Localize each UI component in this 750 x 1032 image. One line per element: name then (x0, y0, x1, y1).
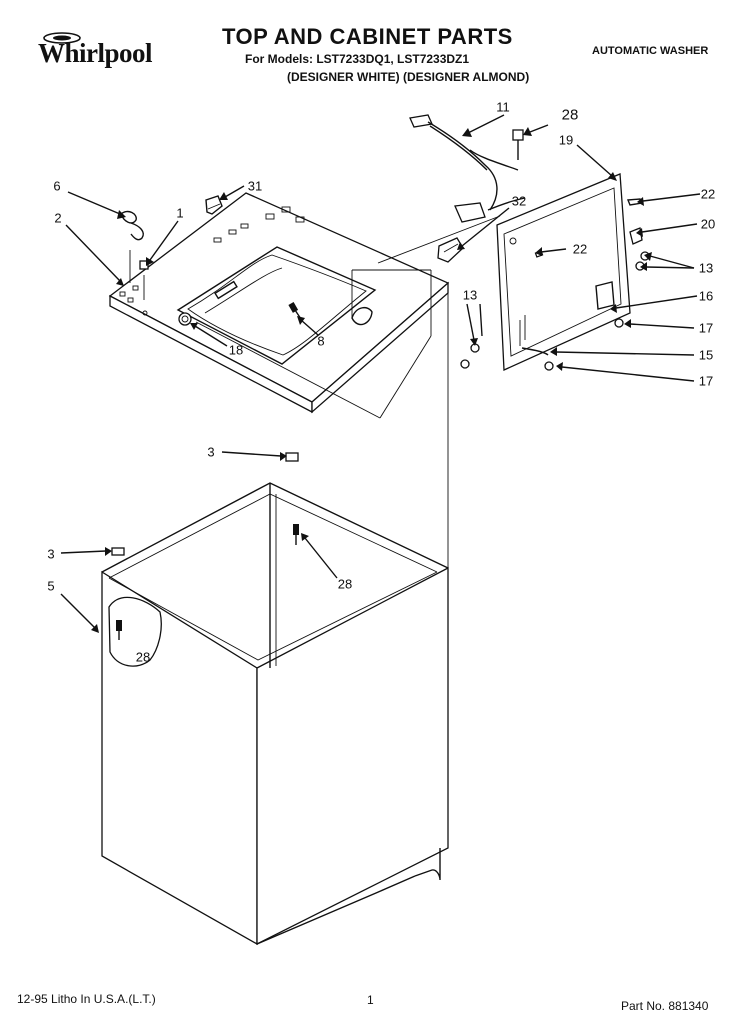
part-number: Part No. 881340 (621, 999, 709, 1013)
whirlpool-logo: Whirlpool (38, 38, 153, 68)
callout-part-5: 5 (47, 578, 55, 594)
callout-part-2: 2 (54, 210, 62, 226)
page-title: TOP AND CABINET PARTS (222, 24, 513, 49)
callout-part-28-top: 28 (561, 106, 579, 124)
callout-part-22-outer: 22 (700, 186, 716, 202)
washer-lid-part-19 (496, 173, 631, 371)
bracket-part-31 (205, 195, 223, 215)
spring-part-6 (120, 210, 144, 241)
callout-part-32: 32 (511, 193, 527, 209)
callout-part-1: 1 (176, 205, 184, 221)
callout-part-8: 8 (317, 333, 325, 349)
callout-part-17-upper: 17 (698, 320, 714, 336)
callout-part-19: 19 (558, 132, 574, 148)
callout-part-28-cabinet: 28 (337, 576, 353, 592)
washer-top-panel (108, 192, 450, 414)
litho-note: 12-95 Litho In U.S.A.(L.T.) (17, 992, 156, 1006)
page-number: 1 (367, 993, 374, 1007)
callout-part-16: 16 (698, 288, 714, 304)
callout-part-15: 15 (698, 347, 714, 363)
callout-part-28-cutaway: 28 (135, 649, 151, 665)
actuator-part-32 (437, 237, 464, 263)
callout-part-17-lower: 17 (698, 373, 714, 389)
lid-switch-part-28 (512, 129, 524, 160)
model-variants: (DESIGNER WHITE) (DESIGNER ALMOND) (287, 70, 530, 84)
callout-part-6: 6 (53, 178, 61, 194)
callout-part-18: 18 (228, 342, 244, 358)
callout-part-20: 20 (700, 216, 716, 232)
callout-part-11: 11 (496, 99, 510, 115)
callout-part-3-rear: 3 (207, 444, 215, 460)
wire-harness-part-11 (409, 114, 526, 223)
callout-part-13-left: 13 (462, 287, 478, 303)
washer-cabinet-part-5 (101, 452, 449, 946)
product-type: AUTOMATIC WASHER (592, 45, 709, 57)
callout-part-22-inner: 22 (572, 241, 588, 257)
callout-part-31: 31 (247, 178, 263, 194)
model-numbers: For Models: LST7233DQ1, LST7233DZ1 (245, 52, 470, 66)
callout-part-3-front: 3 (47, 546, 55, 562)
callout-leaders (60, 114, 701, 633)
whirlpool-logo-emblem (43, 32, 81, 44)
hinge-part-18 (178, 312, 192, 326)
callout-part-13-right: 13 (698, 260, 714, 276)
